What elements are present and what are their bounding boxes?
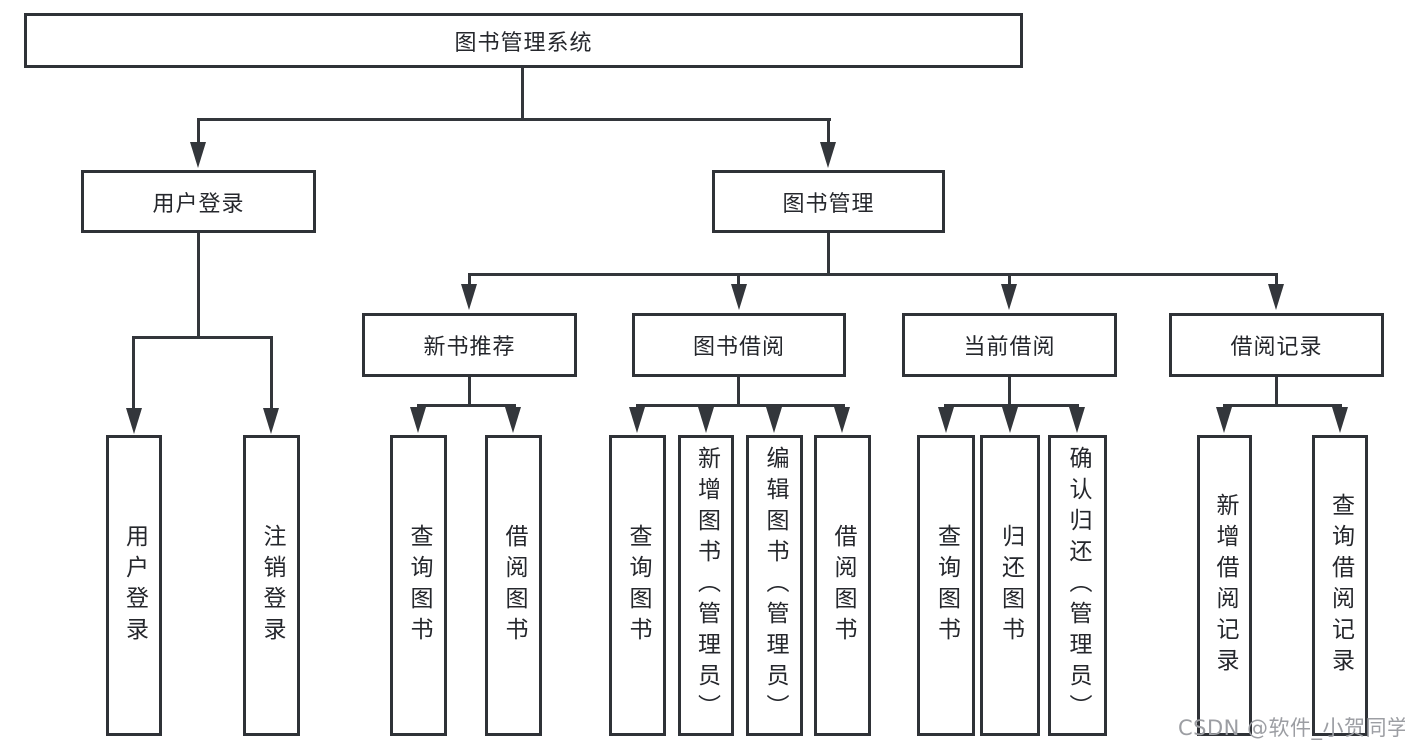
- arrow-down-icon: [461, 284, 477, 310]
- leaf-label: 查询图书: [625, 523, 651, 648]
- connector-line: [270, 336, 273, 410]
- node-label: 图书管理系统: [454, 30, 593, 56]
- arrow-down-icon: [1216, 407, 1232, 433]
- connector-line: [944, 404, 1079, 407]
- leaf-edit-books-admin: 编辑图书（管理员）: [746, 435, 803, 736]
- leaf-borrow-books: 借阅图书: [814, 435, 871, 736]
- arrow-down-icon: [834, 407, 850, 433]
- connector-line: [636, 404, 845, 407]
- connector-line: [468, 273, 471, 286]
- connector-line: [197, 233, 200, 338]
- leaf-logout: 注销登录: [243, 435, 300, 736]
- leaf-label: 确认归还（管理员）: [1065, 446, 1091, 725]
- leaf-label: 新增借阅记录: [1212, 492, 1238, 679]
- node-label: 图书管理: [782, 191, 875, 217]
- leaf-label: 查询借阅记录: [1327, 492, 1354, 679]
- arrow-down-icon: [410, 407, 426, 433]
- leaf-query-books-current: 查询图书: [917, 435, 975, 736]
- arrow-down-icon: [766, 407, 782, 433]
- csdn-watermark: CSDN @软件_小贺同学: [1178, 716, 1405, 740]
- leaf-label: 借阅图书: [501, 523, 527, 648]
- leaf-label: 编辑图书（管理员）: [762, 446, 788, 725]
- arrow-down-icon: [1002, 407, 1018, 433]
- leaf-query-books-recommend: 查询图书: [390, 435, 447, 736]
- connector-line: [1275, 377, 1278, 407]
- connector-line: [468, 273, 1278, 276]
- arrow-down-icon: [1001, 284, 1017, 310]
- node-book-borrowing: 图书借阅: [632, 313, 846, 377]
- arrow-down-icon: [629, 407, 645, 433]
- leaf-label: 用户登录: [121, 523, 148, 648]
- connector-line: [827, 118, 830, 144]
- leaf-return-books: 归还图书: [980, 435, 1040, 736]
- node-label: 图书借阅: [692, 335, 785, 360]
- node-label: 用户登录: [152, 191, 245, 217]
- leaf-query-books-borrowing: 查询图书: [609, 435, 666, 736]
- connector-line: [1275, 273, 1278, 286]
- arrow-down-icon: [190, 142, 206, 168]
- node-book-management-branch: 图书管理: [712, 170, 945, 233]
- connector-line: [737, 377, 740, 407]
- connector-line: [1008, 377, 1011, 407]
- leaf-label: 查询图书: [933, 523, 960, 648]
- node-label: 当前借阅: [963, 335, 1056, 360]
- connector-line: [468, 377, 471, 407]
- leaf-borrow-books-recommend: 借阅图书: [485, 435, 542, 736]
- leaf-confirm-return-admin: 确认归还（管理员）: [1048, 435, 1107, 736]
- arrow-down-icon: [126, 408, 142, 434]
- node-new-book-recommend: 新书推荐: [362, 313, 577, 377]
- arrow-down-icon: [731, 284, 747, 310]
- node-borrowing-records: 借阅记录: [1169, 313, 1384, 377]
- leaf-add-borrow-record: 新增借阅记录: [1197, 435, 1252, 736]
- connector-line: [827, 233, 830, 276]
- node-current-borrowing: 当前借阅: [902, 313, 1117, 377]
- leaf-label: 归还图书: [997, 523, 1024, 648]
- connector-line: [197, 118, 831, 121]
- node-label: 借阅记录: [1230, 335, 1323, 360]
- connector-line: [1008, 273, 1011, 286]
- arrow-down-icon: [1332, 407, 1348, 433]
- leaf-label: 查询图书: [406, 523, 432, 648]
- arrow-down-icon: [1268, 284, 1284, 310]
- leaf-query-borrow-record: 查询借阅记录: [1312, 435, 1368, 736]
- arrow-down-icon: [263, 408, 279, 434]
- leaf-label: 新增图书（管理员）: [693, 446, 720, 725]
- arrow-down-icon: [938, 407, 954, 433]
- connector-line: [417, 404, 516, 407]
- arrow-down-icon: [698, 407, 714, 433]
- leaf-user-login: 用户登录: [106, 435, 162, 736]
- connector-line: [521, 68, 524, 121]
- arrow-down-icon: [820, 142, 836, 168]
- connector-line: [737, 273, 740, 286]
- arrow-down-icon: [505, 407, 521, 433]
- connector-line: [132, 336, 273, 339]
- leaf-add-books-admin: 新增图书（管理员）: [678, 435, 734, 736]
- connector-line: [197, 118, 200, 144]
- connector-line: [1223, 404, 1342, 407]
- leaf-label: 注销登录: [259, 523, 285, 648]
- node-library-management-system: 图书管理系统: [24, 13, 1023, 68]
- arrow-down-icon: [1069, 407, 1085, 433]
- connector-line: [132, 336, 135, 410]
- node-user-login-branch: 用户登录: [81, 170, 316, 233]
- node-label: 新书推荐: [423, 335, 516, 360]
- leaf-label: 借阅图书: [830, 523, 856, 648]
